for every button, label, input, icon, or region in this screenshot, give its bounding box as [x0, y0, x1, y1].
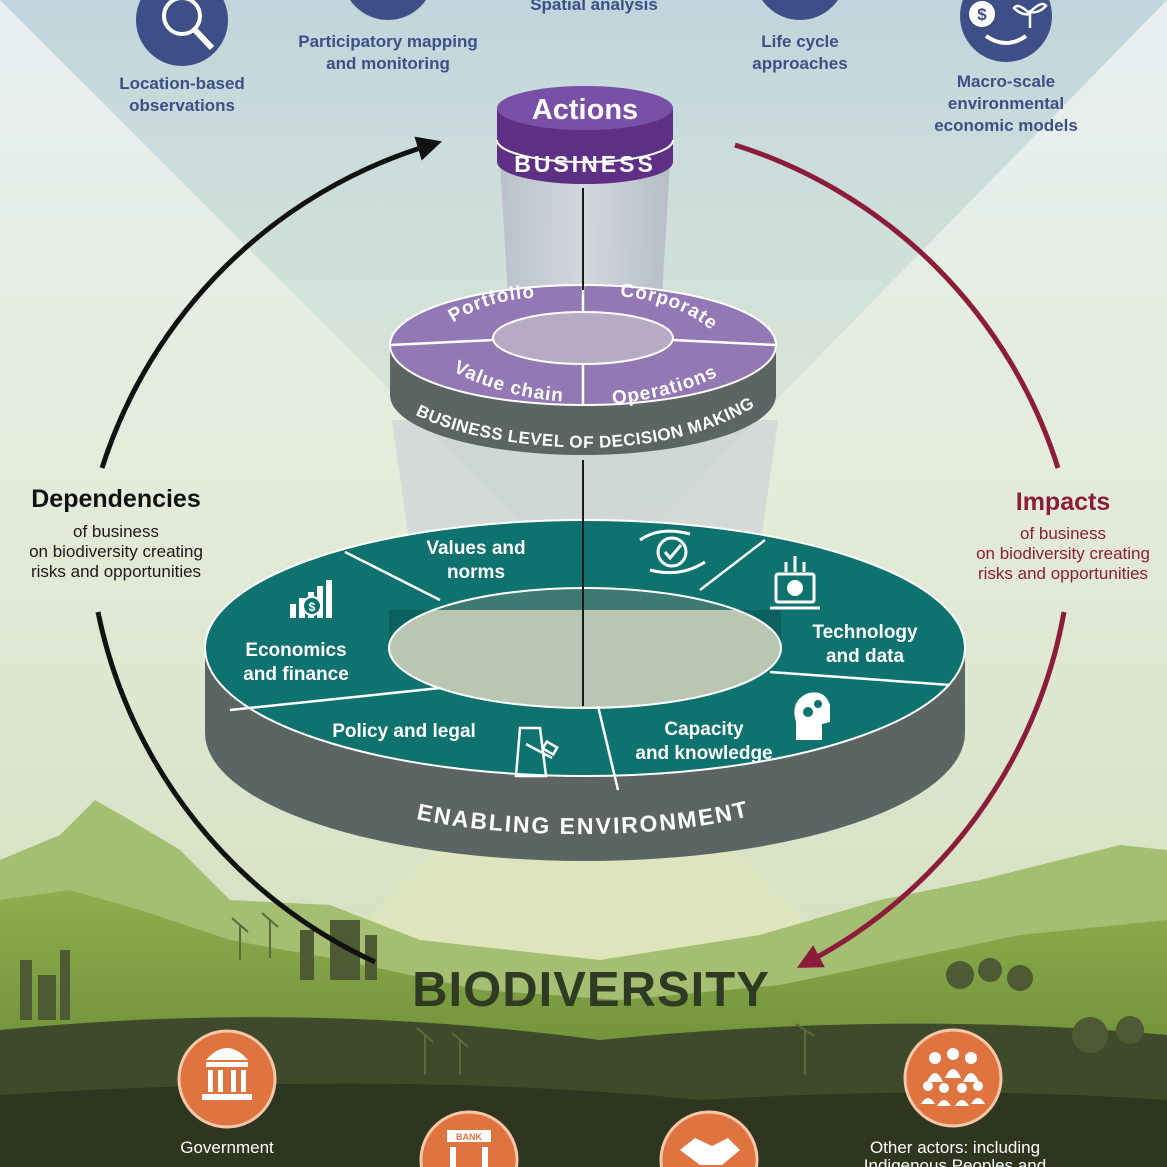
- tool-location-line2: observations: [129, 96, 235, 115]
- actor-government: Government: [180, 1138, 274, 1157]
- impacts-line3: risks and opportunities: [978, 564, 1148, 583]
- segment-values-line2: norms: [447, 562, 505, 583]
- chart-money-icon: $: [290, 580, 332, 618]
- impacts-arrow-lower: [796, 611, 1067, 968]
- dependencies-arrow-upper: [99, 136, 442, 469]
- impacts-title: Impacts: [1016, 488, 1110, 516]
- dependencies-title: Dependencies: [31, 485, 201, 513]
- impacts-line1: of business: [1020, 524, 1106, 543]
- life-cycle-icon: [762, 0, 838, 20]
- landscape: [0, 800, 1167, 1167]
- impacts-arrow-upper: [734, 142, 1061, 469]
- actor-other-line1: Other actors: including: [870, 1138, 1040, 1157]
- dependencies-arrow-lower: [95, 611, 377, 965]
- tool-macro-line3: economic models: [934, 116, 1078, 135]
- segment-policy: Policy and legal: [332, 721, 476, 742]
- enabling-hole: [389, 588, 781, 708]
- tool-lifecycle-line1: Life cycle: [761, 32, 839, 51]
- segment-technology-line1: Technology: [812, 622, 918, 643]
- money-plant-icon: $: [960, 0, 1052, 62]
- hands-check-icon: [639, 529, 706, 575]
- svg-text:$: $: [309, 600, 316, 614]
- laptop-chart-icon: [770, 556, 820, 610]
- tool-spatial: Spatial analysis: [530, 0, 658, 14]
- actor-other-line2: Indigenous Peoples and: [864, 1156, 1046, 1167]
- people-group-icon: [903, 1028, 1003, 1128]
- dependencies-line2: on biodiversity creating: [29, 542, 203, 561]
- impacts-line2: on biodiversity creating: [976, 544, 1150, 563]
- business-cylinder: Actions BUSINESS: [496, 86, 674, 184]
- bank-icon: BANK: [419, 1110, 519, 1167]
- head-gears-icon: [794, 692, 830, 740]
- tool-macro-line1: Macro-scale: [957, 72, 1055, 91]
- dependencies-line1: of business: [73, 522, 159, 541]
- segment-technology-line2: and data: [826, 646, 905, 667]
- dependencies-line3: risks and opportunities: [31, 562, 201, 581]
- segment-capacity-line1: Capacity: [664, 719, 744, 740]
- scroll-gavel-icon: [514, 726, 559, 778]
- actions-label: Actions: [532, 94, 638, 126]
- biodiversity-label: BIODIVERSITY: [412, 963, 770, 1017]
- participatory-mapping-icon: [350, 0, 426, 20]
- segment-capacity-line2: and knowledge: [635, 743, 772, 764]
- segment-values-line1: Values and: [426, 538, 525, 559]
- government-icon: [177, 1029, 277, 1129]
- tool-participatory-line1: Participatory mapping: [298, 32, 477, 51]
- bank-sign: BANK: [456, 1132, 482, 1142]
- handshake-icon: [659, 1110, 759, 1167]
- svg-text:$: $: [977, 5, 987, 24]
- tool-participatory-line2: and monitoring: [326, 54, 450, 73]
- decision-ring: [389, 284, 777, 455]
- tool-lifecycle-line2: approaches: [752, 54, 847, 73]
- decision-hole: [493, 312, 673, 364]
- segment-economics-line2: and finance: [243, 664, 349, 685]
- tool-location-line1: Location-based: [119, 74, 245, 93]
- location-observation-icon: [136, 0, 228, 66]
- enabling-environment-ring: [204, 519, 966, 861]
- tool-macro-line2: environmental: [948, 94, 1064, 113]
- business-label: BUSINESS: [514, 151, 656, 177]
- segment-economics-line1: Economics: [245, 640, 346, 661]
